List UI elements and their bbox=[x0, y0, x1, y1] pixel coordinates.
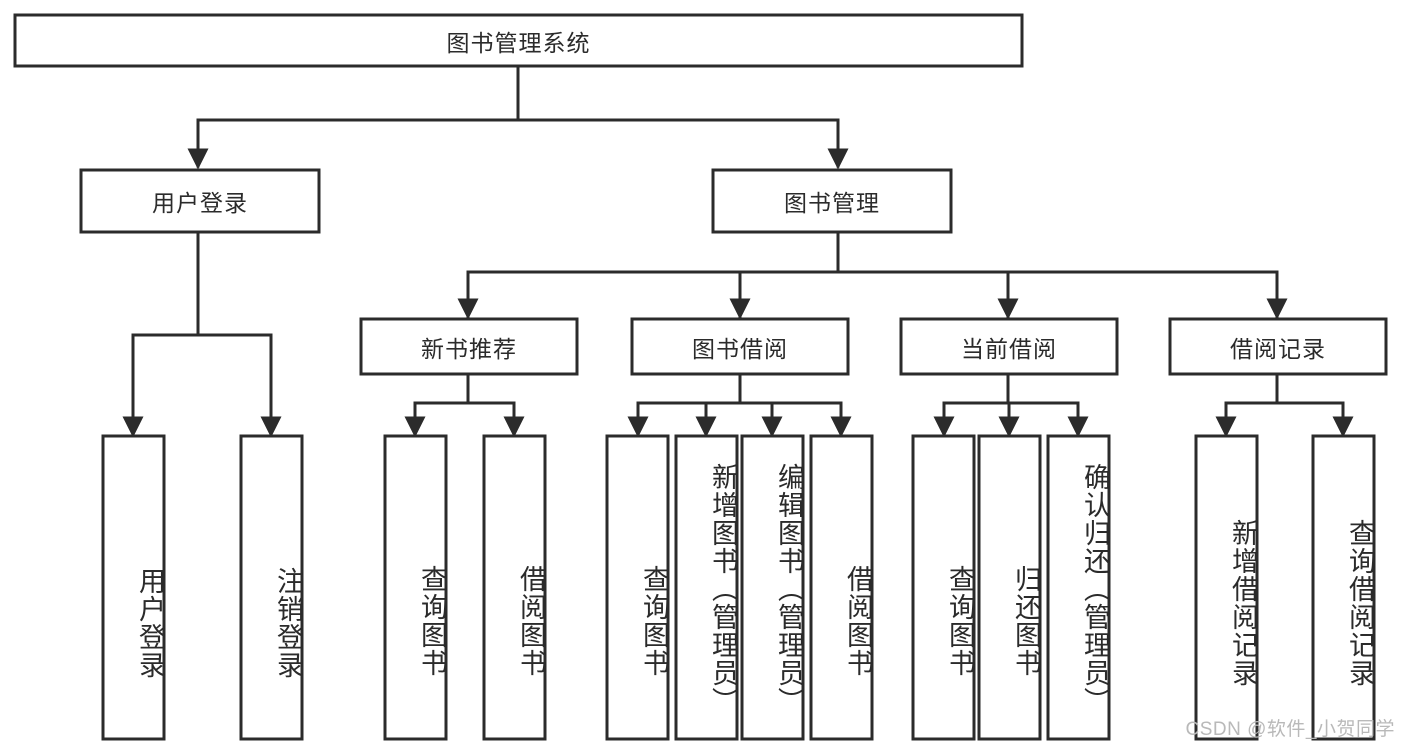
leaf-box-edit-book[interactable] bbox=[740, 434, 805, 741]
leaf-box-query-book-3[interactable] bbox=[911, 434, 976, 741]
leaf-box-confirm-return[interactable] bbox=[1046, 434, 1111, 741]
leaf-box-borrow-book-2[interactable] bbox=[809, 434, 874, 741]
watermark-text: CSDN @软件_小贺同学 bbox=[1185, 719, 1395, 740]
node-label-root: 图书管理系统 bbox=[446, 29, 591, 56]
leaf-box-user-login[interactable] bbox=[101, 434, 166, 741]
node-box-user-login[interactable] bbox=[79, 168, 321, 234]
node-box-book-borrow[interactable] bbox=[630, 317, 850, 376]
node-label-current-borrow: 当前借阅 bbox=[961, 335, 1057, 362]
leaf-box-borrow-book-1[interactable] bbox=[482, 434, 547, 741]
connector-root-to-level2 bbox=[187, 64, 849, 170]
connector-newbook-to-leaves bbox=[404, 372, 525, 438]
node-label-book-borrow: 图书借阅 bbox=[692, 335, 788, 362]
node-label-new-book-recommend: 新书推荐 bbox=[421, 335, 517, 362]
connector-userlogin-to-leaves bbox=[122, 230, 282, 438]
leaf-box-return-book[interactable] bbox=[977, 434, 1042, 741]
node-label-user-login: 用户登录 bbox=[152, 190, 248, 216]
node-label-book-manage: 图书管理 bbox=[784, 190, 880, 216]
leaf-box-query-record[interactable] bbox=[1311, 434, 1376, 741]
connector-currentborrow-to-leaves bbox=[933, 372, 1089, 438]
connector-bookborrow-to-leaves bbox=[627, 372, 852, 438]
connector-borrowrecord-to-leaves bbox=[1215, 372, 1354, 438]
leaf-box-logout[interactable] bbox=[239, 434, 304, 741]
connector-bookmanage-to-level3 bbox=[457, 230, 1288, 320]
node-box-new-book-recommend[interactable] bbox=[359, 317, 579, 376]
node-box-current-borrow[interactable] bbox=[899, 317, 1119, 376]
node-box-borrow-record[interactable] bbox=[1168, 317, 1388, 376]
leaf-box-add-book[interactable] bbox=[674, 434, 739, 741]
leaf-box-query-book-2[interactable] bbox=[605, 434, 670, 741]
leaf-box-query-book-1[interactable] bbox=[383, 434, 448, 741]
node-box-root[interactable] bbox=[13, 13, 1024, 68]
node-label-borrow-record: 借阅记录 bbox=[1230, 335, 1326, 362]
node-box-book-manage[interactable] bbox=[711, 168, 953, 234]
leaf-box-add-record[interactable] bbox=[1194, 434, 1259, 741]
